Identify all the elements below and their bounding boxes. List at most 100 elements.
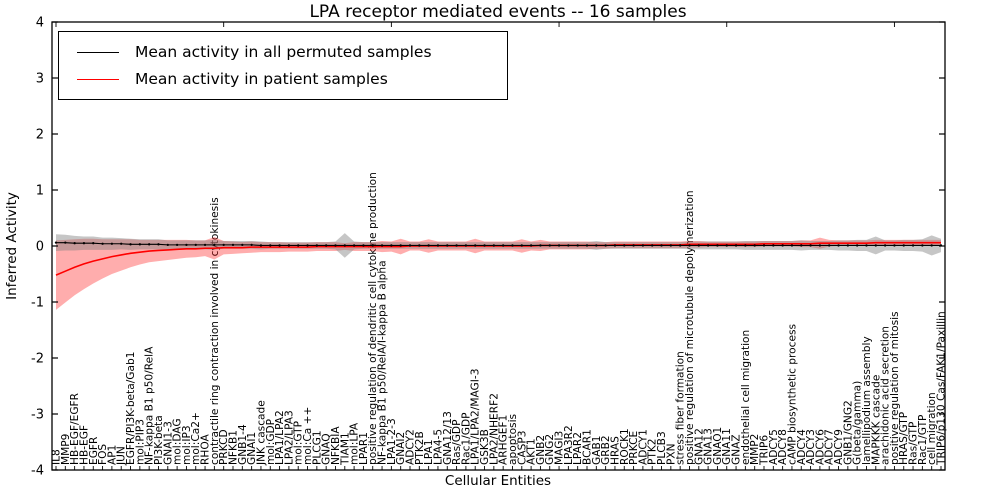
mean-line: [56, 242, 941, 246]
x-tick-label: LPA3R2: [563, 425, 575, 465]
legend-label-patient: Mean activity in patient samples: [135, 70, 388, 88]
x-tick-label: GNA11: [721, 428, 733, 465]
x-tick-label: MMP2: [749, 434, 761, 465]
x-tick-label: PXN: [665, 443, 677, 465]
x-tick-label: LPAR1: [358, 432, 370, 465]
x-tick-label: MMP9: [60, 434, 72, 465]
x-tick-label: ARHGEF1: [498, 415, 510, 465]
chart-title: LPA receptor mediated events -- 16 sampl…: [309, 2, 687, 22]
x-tick-label: ADCY2: [405, 429, 417, 465]
x-tick-label: Ras/GTP: [908, 421, 920, 465]
x-tick-label: cAMP biosynthetic process: [786, 324, 798, 465]
x-tick-label: LPA2/LPA3: [283, 410, 295, 465]
x-tick-label: AP1: [106, 445, 118, 465]
x-tick-label: apoptosis: [507, 414, 519, 465]
x-tick-label: HRAS: [609, 436, 621, 465]
x-tick-label: GNAI1-3: [162, 421, 174, 465]
x-tick-label: mol:GDP: [265, 418, 277, 465]
x-tick-label: GNA12: [693, 428, 705, 465]
x-tick-label: GNAI2: [395, 432, 407, 465]
x-tick-label: arachidonic acid secretion: [880, 326, 892, 465]
x-tick-label: PRKCD: [218, 429, 230, 465]
x-tick-label: HRAS/GTP: [898, 411, 910, 465]
x-tick-label: Rac1/GDP: [460, 412, 472, 465]
x-tick-label: GNAQ: [321, 433, 333, 465]
x-tick-label: GNAZ: [731, 434, 743, 465]
x-axis-label: Cellular Entities: [444, 473, 552, 489]
legend-item-permuted: Mean activity in all permuted samples: [59, 43, 507, 61]
x-tick-label: JUN: [116, 446, 128, 466]
x-tick-label: stress fiber formation: [675, 351, 687, 465]
y-tick-label: 0: [36, 240, 44, 255]
x-tick-label: mol:IP3: [181, 425, 193, 465]
x-tick-label: EGFR: [88, 436, 100, 465]
y-tick-label: -1: [31, 296, 44, 311]
x-tick-label: GNAO1: [712, 427, 724, 465]
x-tick-label: mol:GTP: [293, 420, 305, 465]
x-tick-label: PI3K-beta: [153, 415, 165, 465]
x-tick-label: mol:DAG: [172, 418, 184, 465]
x-tick-label: ADCY3: [805, 429, 817, 465]
y-tick-label: -4: [31, 464, 44, 479]
legend-line-patient-icon: [77, 78, 119, 80]
x-tick-label: GNB2: [535, 435, 547, 465]
x-tick-label: contractile ring contraction involved in…: [209, 197, 221, 465]
x-tick-label: PRKCE: [628, 430, 640, 465]
x-tick-label: LPA1/LPA2: [274, 410, 286, 465]
legend-line-permuted-icon: [77, 51, 119, 53]
x-tick-label: GNB1/GNG2: [842, 400, 854, 465]
y-tick-label: 2: [36, 128, 44, 143]
x-tick-label: CASP3: [516, 431, 528, 466]
x-tick-label: ADCY5: [768, 429, 780, 465]
x-tick-label: cell migration: [926, 392, 938, 465]
x-tick-label: ROCK1: [619, 428, 631, 465]
x-tick-label: PTK2: [647, 438, 659, 465]
legend-label-permuted: Mean activity in all permuted samples: [135, 43, 432, 61]
x-tick-label: TRIP6: [759, 435, 771, 466]
x-tick-label: RHOA: [200, 434, 212, 465]
x-tick-label: TIAM1: [339, 432, 351, 466]
x-tick-label: ADCY9: [833, 429, 845, 465]
x-tick-label: FOS: [97, 444, 109, 465]
x-tick-label: ADCY7: [824, 429, 836, 465]
x-tick-label: GNAI1: [246, 432, 258, 465]
x-tick-label: HB-EGF: [78, 425, 90, 465]
x-tick-label: LPA4-5: [432, 429, 444, 465]
x-tick-label: mol:PIP3: [134, 419, 146, 465]
x-tick-label: TRIP6/p130 Cas/FAK1/Paxillin: [936, 311, 948, 466]
x-tick-label: NFKB1: [228, 430, 240, 465]
x-tick-label: IL8: [51, 449, 63, 465]
x-tick-label: mol:Ca ++: [302, 407, 314, 465]
x-tick-label: mol:LPA: [349, 422, 361, 465]
x-tick-label: NFKBIA: [330, 426, 342, 465]
x-tick-label: GNA13: [703, 428, 715, 465]
x-tick-label: LPA2/NHERF2: [488, 393, 500, 465]
x-tick-label: HB-EGF/EGFR: [69, 392, 81, 465]
x-tick-label: LPAR2: [572, 432, 584, 465]
x-tick-label: PLCG1: [311, 430, 323, 465]
x-tick-label: Rac1/GTP: [917, 414, 929, 465]
x-tick-label: LPA1: [423, 439, 435, 465]
x-tick-label: NF-kappa B1 p50/RelA: [144, 346, 156, 465]
x-tick-label: GNB1-4: [237, 424, 249, 465]
x-tick-label: positive regulation of mitosis: [889, 311, 901, 465]
x-tick-label: JNK cascade: [255, 400, 267, 466]
x-tick-label: GSK3B: [479, 429, 491, 465]
x-tick-label: ADCY1: [637, 429, 649, 465]
x-tick-label: mol:Ca2+: [190, 412, 202, 465]
x-tick-label: GRB2: [600, 435, 612, 465]
x-tick-label: AKT1: [526, 438, 538, 465]
x-tick-label: G(beta/gamma): [852, 381, 864, 465]
x-tick-label: GAB1: [591, 436, 603, 465]
legend-item-patient: Mean activity in patient samples: [59, 70, 507, 88]
x-tick-label: PLCB3: [656, 431, 668, 465]
x-tick-label: NF-kappa B1 p50/RelA/I-kappa B alpha: [377, 260, 389, 465]
x-tick-label: GNA12/13: [442, 411, 454, 465]
x-tick-label: Ras/GDP: [451, 419, 463, 465]
x-tick-label: LPA1/LPA2/MAGI-3: [470, 369, 482, 465]
y-tick-label: -3: [31, 408, 44, 423]
legend: Mean activity in all permuted samples Me…: [58, 31, 508, 100]
y-tick-label: 1: [36, 184, 44, 199]
